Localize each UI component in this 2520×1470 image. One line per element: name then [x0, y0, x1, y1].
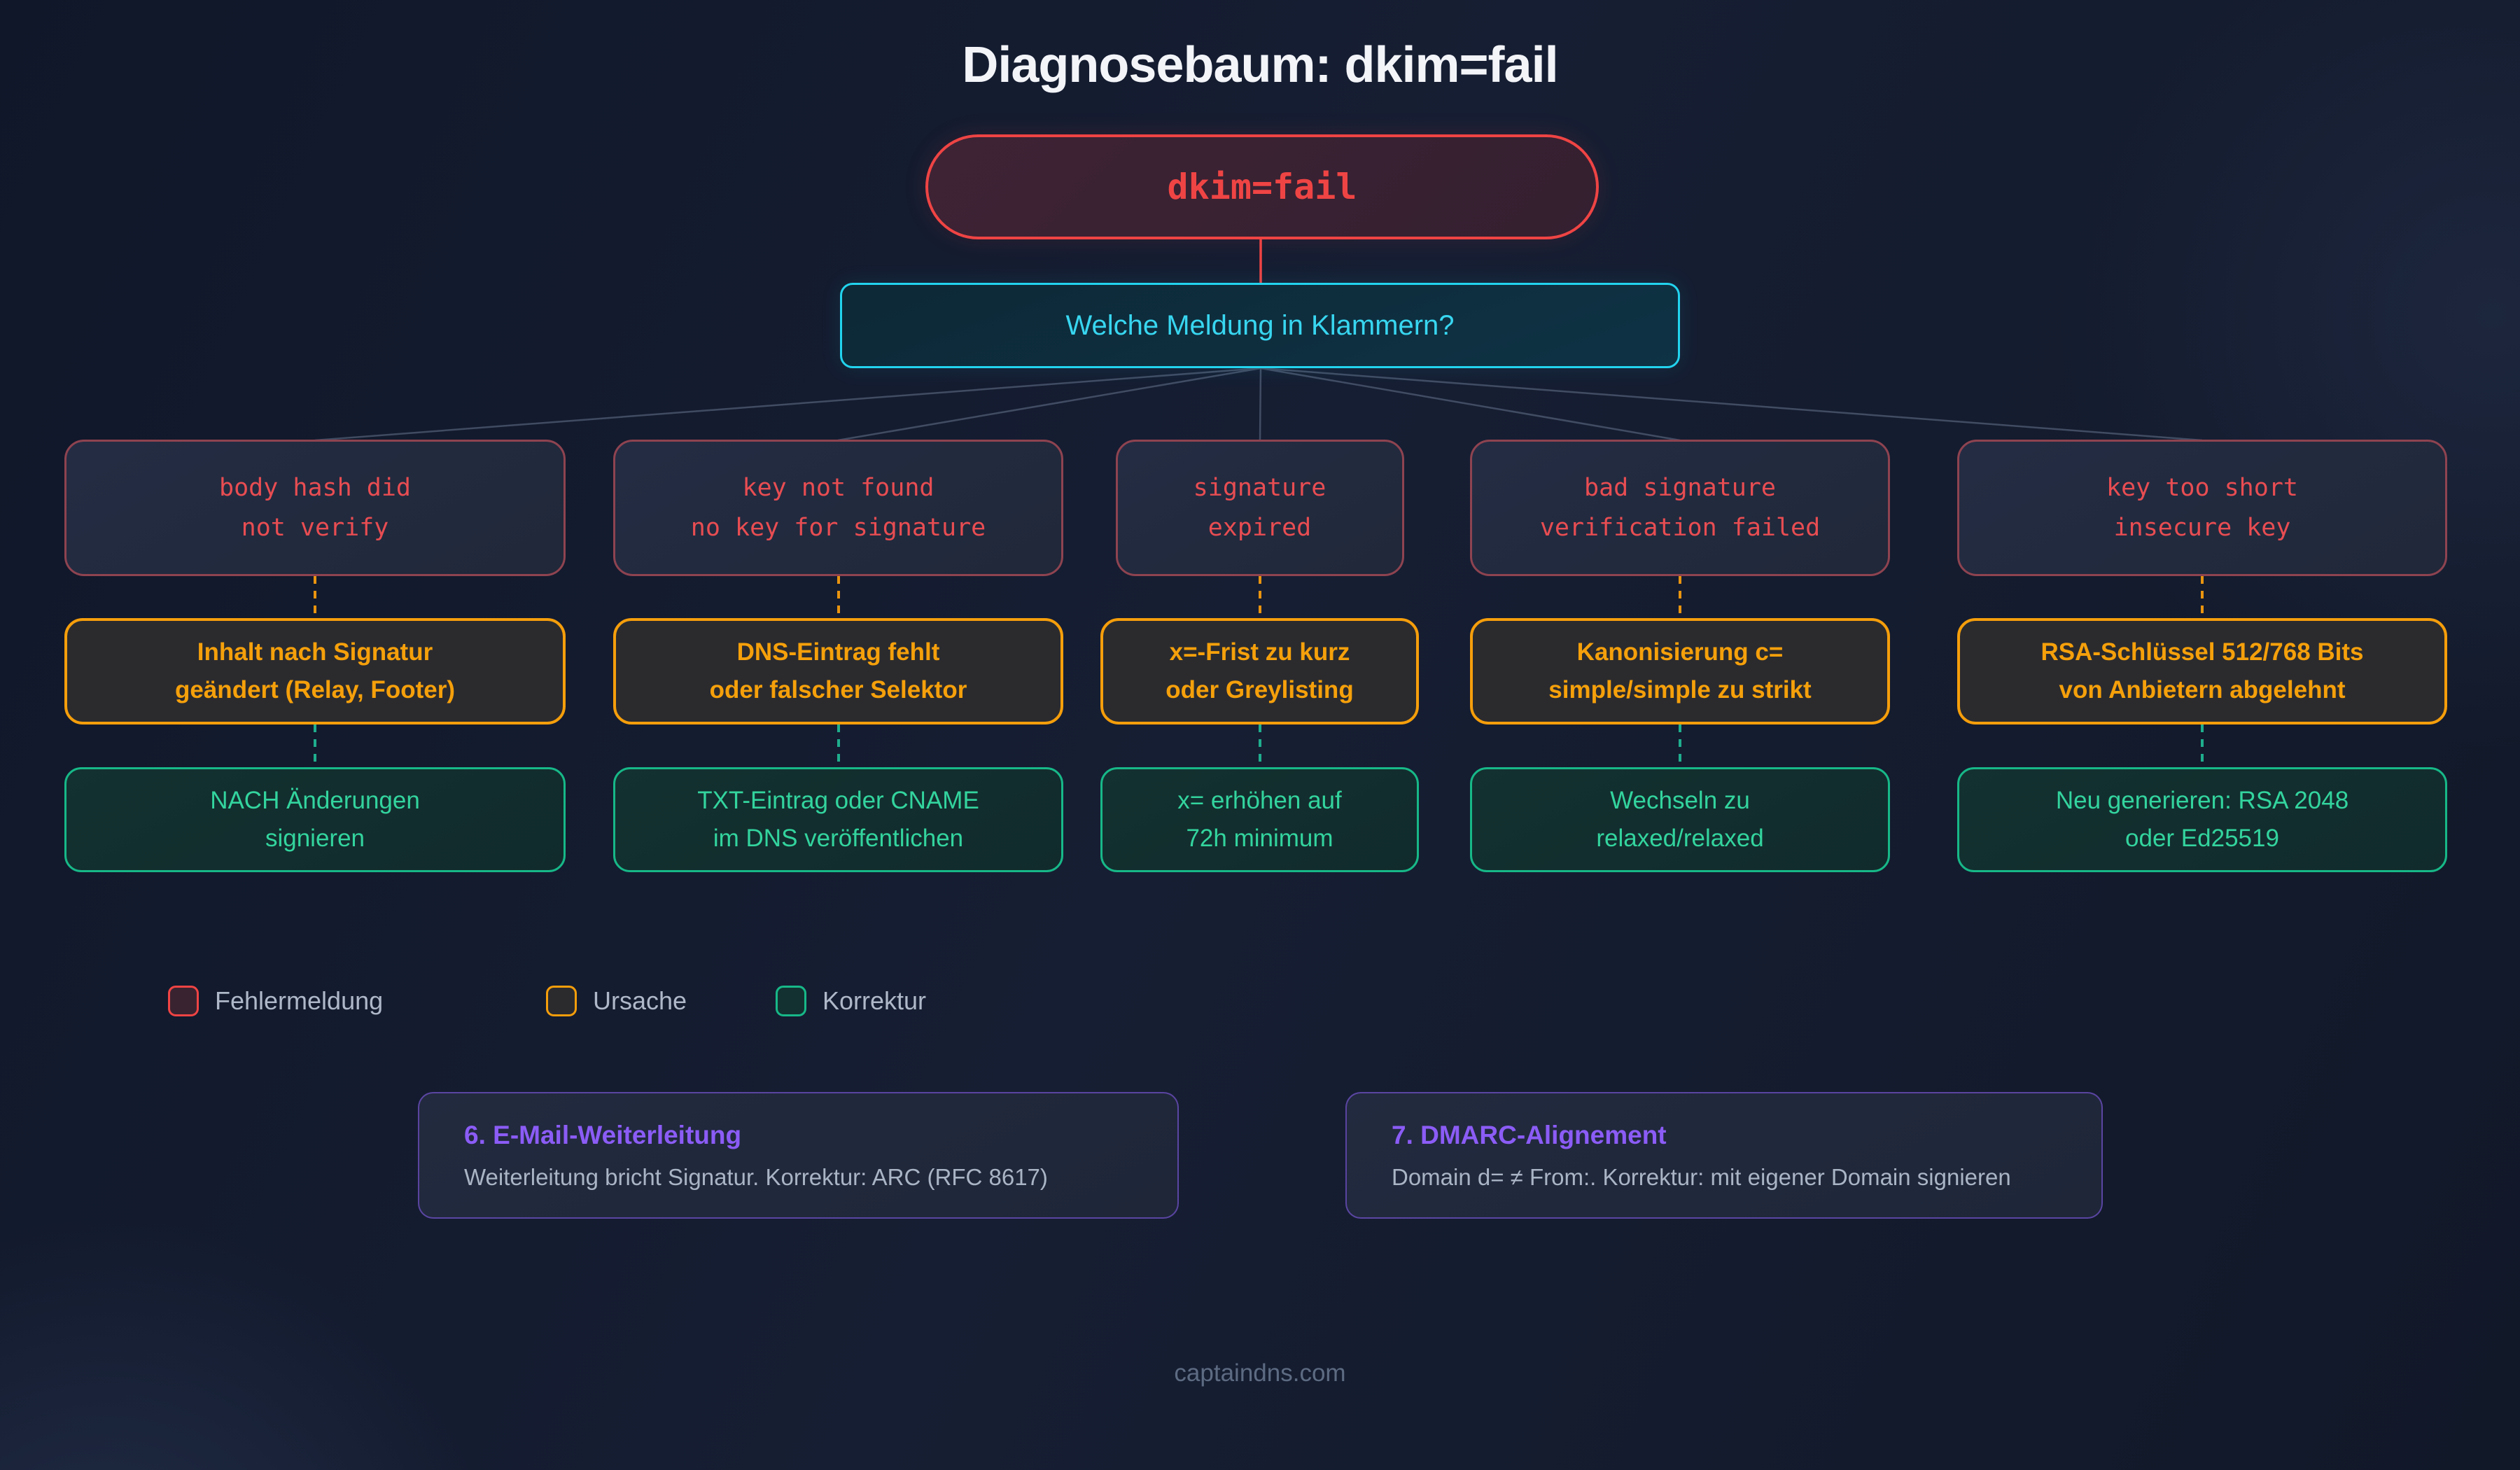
- cause-swatch-icon: [546, 986, 577, 1016]
- legend-label: Korrektur: [822, 986, 927, 1015]
- error-node: key too short insecure key: [1957, 440, 2447, 576]
- legend-label: Fehlermeldung: [215, 986, 384, 1015]
- cause-to-fix-connector: [314, 724, 316, 767]
- root-node-dkim-fail: dkim=fail: [925, 134, 1599, 239]
- error-to-cause-connector: [1258, 576, 1261, 618]
- legend-item-cause: Ursache: [546, 983, 687, 1018]
- branch-body-hash: body hash did not verify Inhalt nach Sig…: [64, 440, 566, 874]
- note-title: 6. E-Mail-Weiterleitung: [464, 1120, 742, 1149]
- note-card-dmarc-alignment: 7. DMARC-Alignement Domain d= ≠ From:. K…: [1345, 1092, 2103, 1219]
- branch-bad-signature: bad signature verification failed Kanoni…: [1470, 440, 1890, 874]
- page-title: Diagnosebaum: dkim=fail: [962, 37, 1558, 93]
- cause-node: DNS-Eintrag fehlt oder falscher Selektor: [613, 618, 1063, 724]
- error-swatch-icon: [168, 986, 199, 1016]
- branch-signature-expired: signature expired x=-Frist zu kurz oder …: [1100, 440, 1419, 874]
- cause-node: Kanonisierung c= simple/simple zu strikt: [1470, 618, 1890, 724]
- error-to-cause-connector: [314, 576, 316, 618]
- error-node: bad signature verification failed: [1470, 440, 1890, 576]
- error-node: key not found no key for signature: [613, 440, 1063, 576]
- cause-to-fix-connector: [2201, 724, 2204, 767]
- fix-node: TXT-Eintrag oder CNAME im DNS veröffentl…: [613, 767, 1063, 872]
- fix-node: x= erhöhen auf 72h minimum: [1100, 767, 1419, 872]
- fix-swatch-icon: [776, 986, 806, 1016]
- legend-label: Ursache: [593, 986, 687, 1015]
- note-card-email-forwarding: 6. E-Mail-Weiterleitung Weiterleitung br…: [418, 1092, 1179, 1219]
- error-to-cause-connector: [836, 576, 840, 618]
- cause-node: x=-Frist zu kurz oder Greylisting: [1100, 618, 1419, 724]
- error-to-cause-connector: [2201, 576, 2204, 618]
- root-node-label: dkim=fail: [1167, 167, 1357, 207]
- cause-to-fix-connector: [1258, 724, 1261, 767]
- legend-item-fix: Korrektur: [776, 983, 926, 1018]
- error-to-cause-connector: [1679, 576, 1681, 618]
- branch-key-too-short: key too short insecure key RSA-Schlüssel…: [1957, 440, 2447, 874]
- question-fanout-connectors: [314, 367, 2203, 442]
- branch-key-not-found: key not found no key for signature DNS-E…: [613, 440, 1063, 874]
- cause-node: Inhalt nach Signatur geändert (Relay, Fo…: [64, 618, 566, 724]
- question-node: Welche Meldung in Klammern?: [840, 283, 1680, 368]
- fix-node: Neu generieren: RSA 2048 oder Ed25519: [1957, 767, 2447, 872]
- fix-node: NACH Änderungen signieren: [64, 767, 566, 872]
- note-body: Domain d= ≠ From:. Korrektur: mit eigene…: [1392, 1163, 2011, 1190]
- fix-node: Wechseln zu relaxed/relaxed: [1470, 767, 1890, 872]
- legend-item-error: Fehlermeldung: [168, 983, 383, 1018]
- note-body: Weiterleitung bricht Signatur. Korrektur…: [464, 1163, 1048, 1190]
- note-title: 7. DMARC-Alignement: [1392, 1120, 1667, 1149]
- error-node: body hash did not verify: [64, 440, 566, 576]
- footer-site-url: captaindns.com: [1174, 1359, 1346, 1387]
- cause-to-fix-connector: [836, 724, 840, 767]
- cause-node: RSA-Schlüssel 512/768 Bits von Anbietern…: [1957, 618, 2447, 724]
- cause-to-fix-connector: [1679, 724, 1681, 767]
- error-node: signature expired: [1115, 440, 1404, 576]
- question-label: Welche Meldung in Klammern?: [1065, 309, 1455, 341]
